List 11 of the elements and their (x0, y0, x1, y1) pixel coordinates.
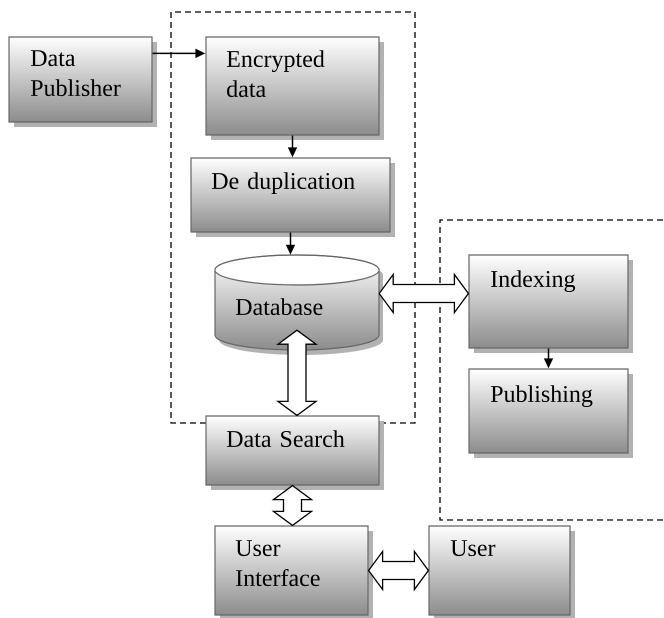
arrow (368, 550, 430, 592)
process-box: Encrypted data (205, 36, 384, 140)
arrow (272, 484, 314, 526)
process-box: De duplication (190, 157, 395, 237)
process-box: User Interface (214, 525, 373, 618)
process-box: Indexing (468, 254, 633, 353)
process-box: User (428, 525, 575, 618)
database-cylinder: Database (214, 254, 383, 355)
process-box: Data Search (205, 415, 384, 490)
process-box: Publishing (468, 368, 633, 458)
process-box: Data Publisher (8, 36, 157, 127)
